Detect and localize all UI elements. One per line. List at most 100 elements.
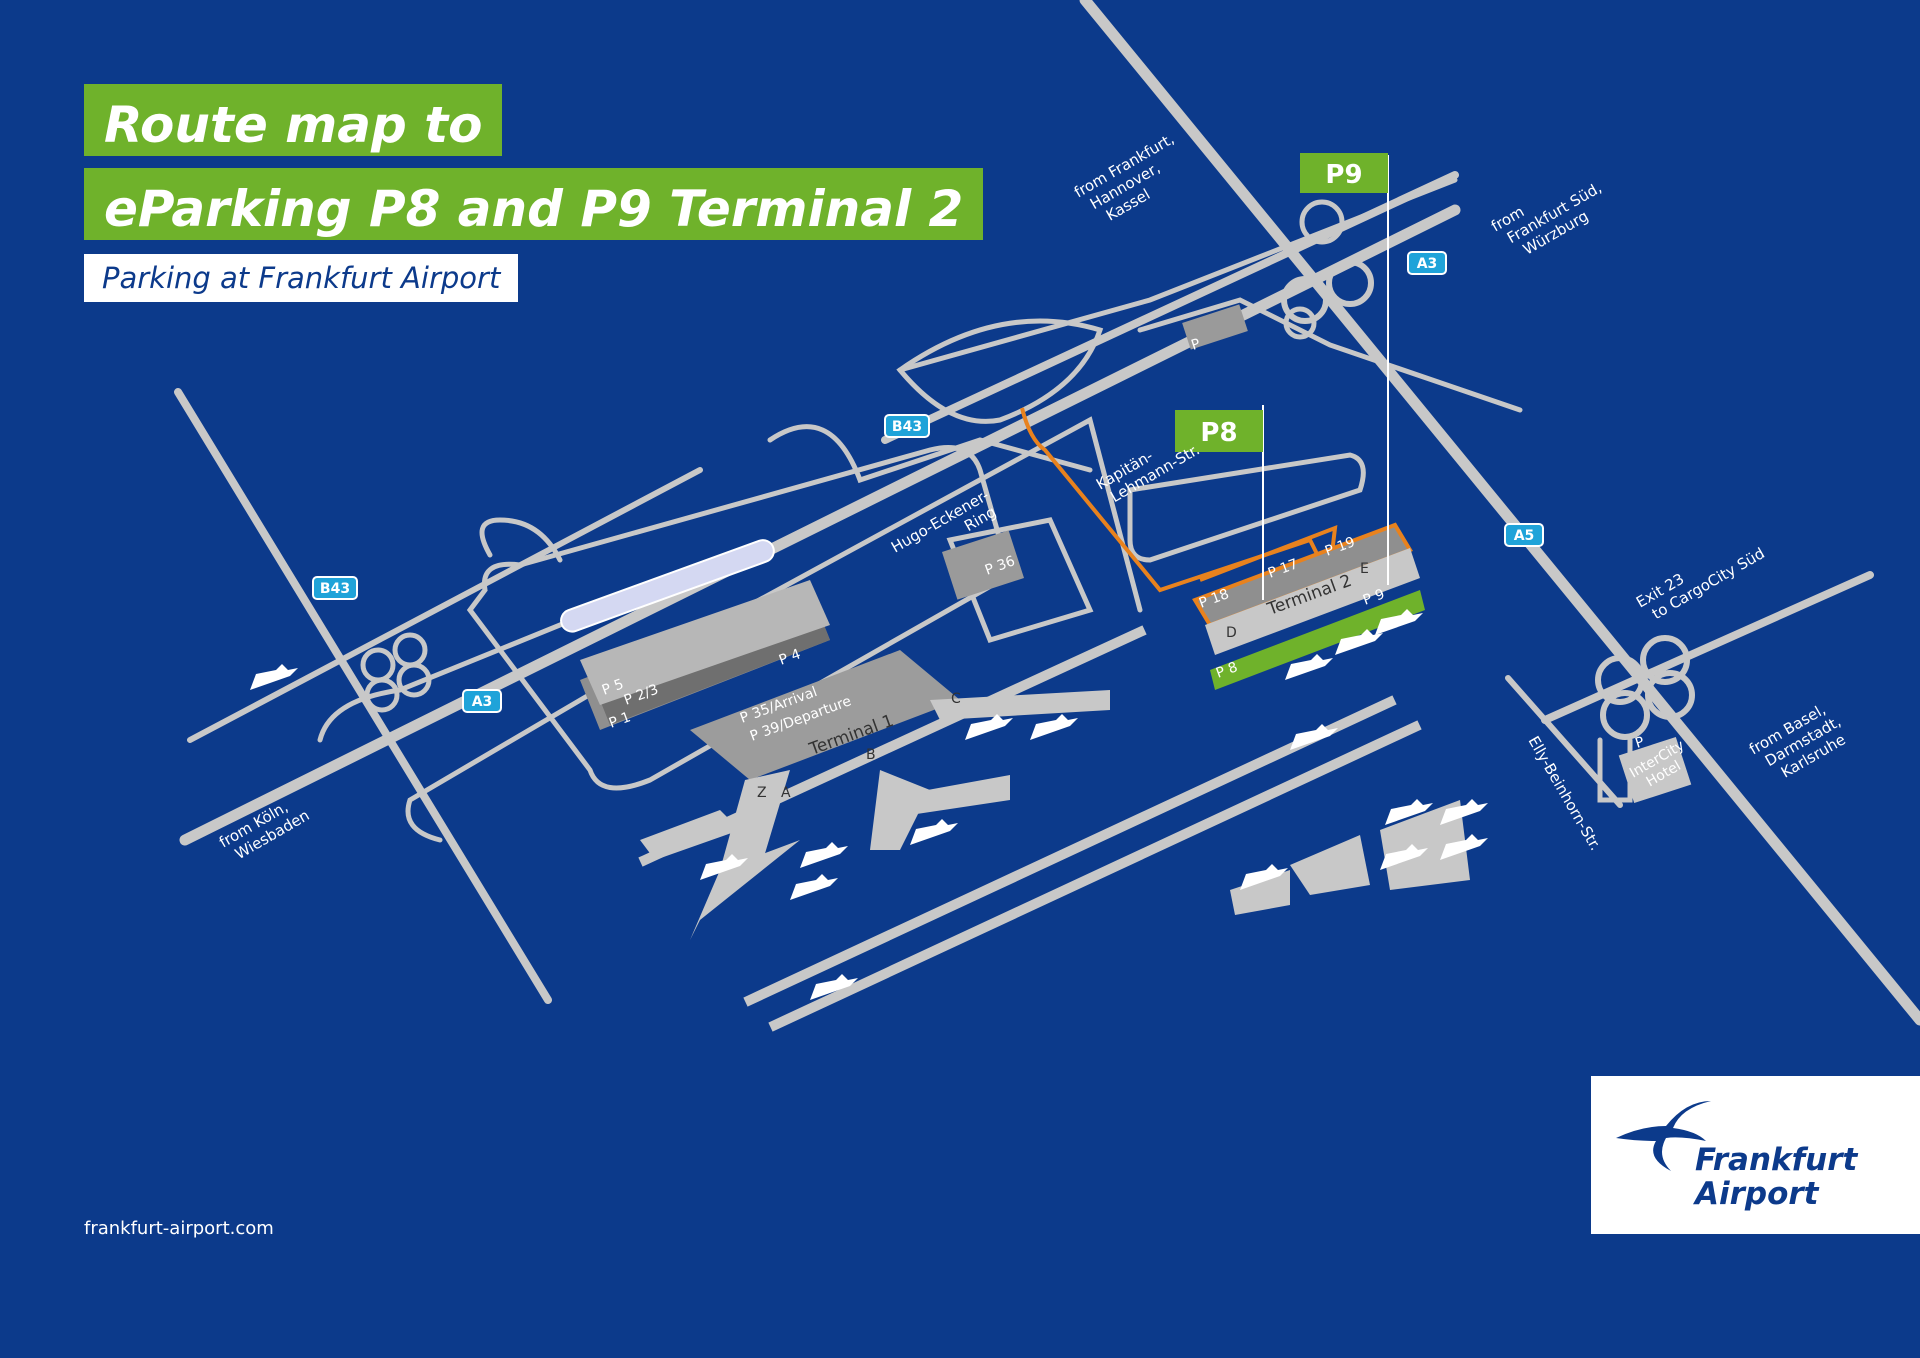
parking-p36 [941, 530, 1025, 600]
terminal1-ring [466, 445, 1013, 791]
airplane-icon [965, 714, 1013, 740]
road-network [174, 0, 1920, 1026]
label-p5: P 5 [600, 676, 626, 698]
cargo-building-2 [1290, 835, 1370, 895]
p9-sign-group: P9 [1300, 153, 1389, 585]
airplane-icon [1240, 864, 1288, 890]
airplane-icon [700, 854, 748, 880]
airplane-icon [1290, 724, 1338, 750]
hugo-eckener-loop [946, 517, 1094, 644]
p8-sign-label: P8 [1200, 418, 1237, 448]
label-p8: P 8 [1214, 659, 1240, 681]
terminal2-building [1205, 548, 1420, 655]
dir-basel: from Basel, Darmstadt, Karlsruhe [1746, 694, 1857, 789]
pier-z-leg [640, 810, 740, 860]
cloverleaf-right-4 [1645, 670, 1695, 720]
north-link-road [897, 177, 1458, 373]
pier-labels: A B C Z D E [757, 561, 1369, 801]
p8-sign-group: P8 [1175, 405, 1264, 600]
cloverleaf-top-2 [1326, 259, 1374, 307]
runway-access-road [187, 467, 703, 743]
pier-z-a [720, 770, 790, 870]
cargo-building-3 [1380, 800, 1470, 890]
cloverleaf-right-3 [1600, 690, 1650, 740]
cloverleaf-right-1 [1595, 655, 1645, 705]
intercity-hotel [1618, 736, 1692, 804]
b43-loop [767, 424, 1093, 484]
parking-p8-p9 [1210, 590, 1425, 690]
website-link[interactable]: frankfurt-airport.com [84, 1218, 274, 1239]
subtitle: Parking at Frankfurt Airport [84, 254, 519, 302]
parking-top-loop [1137, 297, 1523, 413]
cloverleaf-left-1 [360, 647, 396, 683]
shield-b43-left: B43 [312, 576, 358, 600]
terminal1-piers [640, 690, 1110, 940]
airplanes [250, 609, 1488, 1000]
airplane-icon [1440, 799, 1488, 825]
pier-a-leg [690, 840, 800, 940]
pier-b [870, 770, 930, 850]
airplane-icon [910, 819, 958, 845]
logo-star-icon [1616, 1101, 1711, 1171]
title-line-1: Route map to [84, 84, 503, 156]
runway-1 [743, 695, 1397, 1007]
logo-text-frankfurt: Frankfurt [1695, 1142, 1858, 1178]
label-p1: P 1 [607, 709, 633, 731]
title-line-2: eParking P8 and P9 Terminal 2 [84, 168, 984, 240]
shield-a5: A5 [1504, 523, 1544, 547]
shield-b43-left-label: B43 [320, 581, 350, 597]
shield-b43-mid-label: B43 [892, 419, 922, 435]
south-link-road [317, 557, 723, 743]
shield-a3-left: A3 [462, 689, 502, 713]
p9-sign [1300, 153, 1388, 193]
parking-p35-p39 [690, 650, 960, 780]
logo-text-airport: Airport [1695, 1176, 1819, 1212]
airplane-icon [1385, 799, 1433, 825]
label-p4: P 4 [777, 646, 803, 669]
dir-exit23: Exit 23 to CargoCity Süd [1633, 528, 1768, 627]
a3-highway [179, 204, 1461, 846]
airplane-icon [1440, 834, 1488, 860]
a5-highway [1079, 0, 1920, 1026]
west-loop [479, 517, 563, 563]
pier-c [930, 690, 1110, 720]
shield-a3-left-label: A3 [472, 694, 493, 710]
cargocity-road [1541, 571, 1874, 724]
highway-shields: A3 A3 A5 B43 B43 [312, 251, 1544, 713]
frankfurt-airport-logo: Frankfurt Airport [1591, 1076, 1920, 1234]
pier-d: D [1226, 625, 1237, 641]
runway-2 [768, 720, 1422, 1032]
airplane-icon [250, 664, 298, 690]
airplane-icon [1030, 714, 1078, 740]
dir-frankfurt-sued: from Frankfurt Süd, Würzburg [1488, 160, 1618, 266]
label-p-hotel: P [1633, 734, 1646, 752]
pier-a: A [781, 785, 791, 801]
cloverleaf-left-2 [392, 632, 428, 668]
dir-frankfurt-north: from Frankfurt, Hannover, Kassel [1071, 127, 1199, 232]
parking-p4-top [580, 580, 830, 705]
cargo-building-1 [1230, 870, 1290, 915]
airplane-icon [810, 974, 858, 1000]
airplane-icon [1285, 654, 1333, 680]
east-loop [1127, 452, 1366, 563]
shield-b43-mid: B43 [884, 414, 930, 438]
label-p9: P 9 [1361, 586, 1387, 608]
shield-a3-top-label: A3 [1417, 256, 1438, 272]
parking-structures [560, 304, 1692, 915]
airplane-icon [1375, 609, 1423, 635]
outer-loop [405, 416, 1143, 843]
airplane-icon [1335, 629, 1383, 655]
airplane-icon [1380, 844, 1428, 870]
pier-c: C [951, 691, 961, 707]
airplane-icon [790, 874, 838, 900]
cloverleaf-right-2 [1640, 635, 1690, 685]
route-to-p8-p9 [1020, 407, 1327, 593]
shield-a3-top: A3 [1407, 251, 1447, 275]
parking-labels: P 5 P 2/3 P 1 P 4 P 35/Arrival P 39/Depa… [600, 336, 1687, 790]
pier-z: Z [757, 785, 767, 801]
pier-b: B [866, 747, 876, 763]
terminal-roof [560, 539, 775, 633]
pier-b-arm [900, 775, 1010, 815]
